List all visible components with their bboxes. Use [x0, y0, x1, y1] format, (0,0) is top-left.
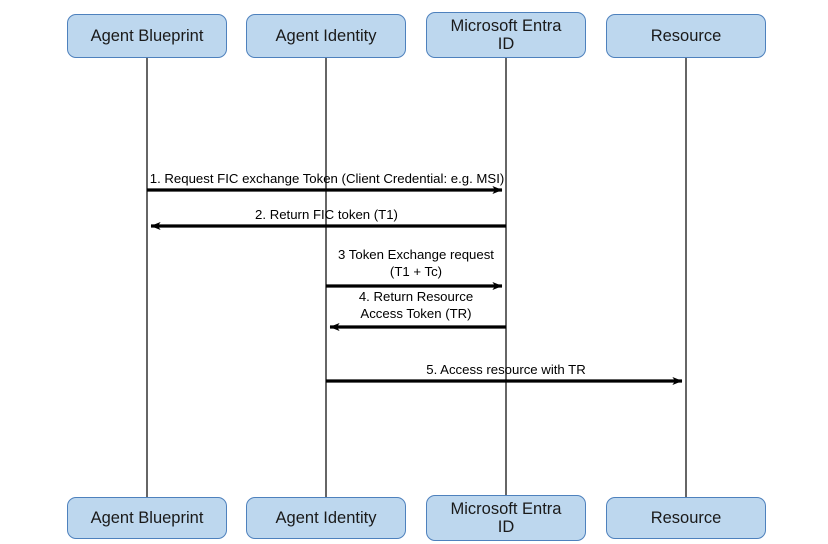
participant-label: Resource [650, 508, 722, 527]
participant-label: Agent Blueprint [90, 26, 204, 45]
participant-footer-agent-blueprint[interactable]: Agent Blueprint [67, 497, 227, 539]
participant-footer-resource[interactable]: Resource [606, 497, 766, 539]
participant-footer-microsoft-entra-id[interactable]: Microsoft Entra ID [426, 495, 586, 541]
participant-label: Agent Identity [275, 508, 377, 527]
participant-label: Microsoft Entra ID [450, 499, 562, 536]
lifelines [146, 58, 687, 497]
participant-label: Agent Blueprint [90, 508, 204, 527]
message-arrows [147, 186, 683, 385]
participant-header-microsoft-entra-id[interactable]: Microsoft Entra ID [426, 12, 586, 58]
participant-header-agent-blueprint[interactable]: Agent Blueprint [67, 14, 227, 58]
participant-header-resource[interactable]: Resource [606, 14, 766, 58]
participant-footer-agent-identity[interactable]: Agent Identity [246, 497, 406, 539]
participant-label: Microsoft Entra ID [450, 16, 562, 53]
participant-header-agent-identity[interactable]: Agent Identity [246, 14, 406, 58]
participant-label: Resource [650, 26, 722, 45]
participant-label: Agent Identity [275, 26, 377, 45]
